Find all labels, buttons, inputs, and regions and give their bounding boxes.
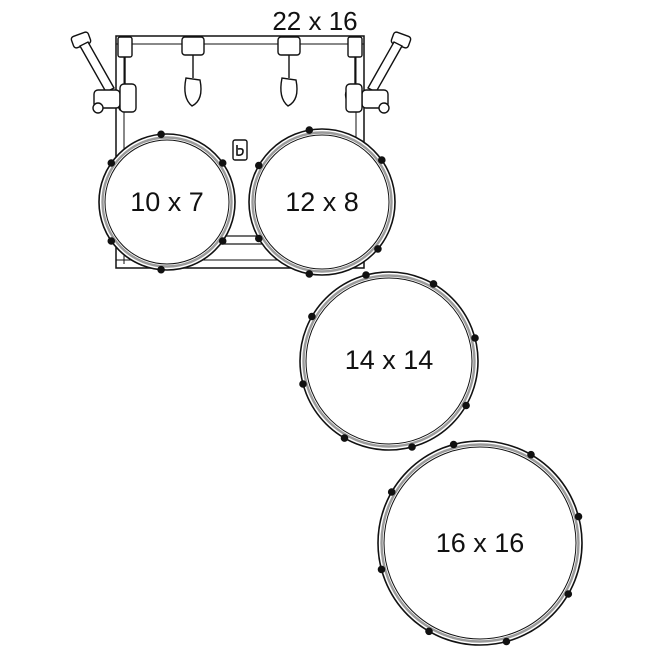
bass-drum-size-label: 22 x 16 [272, 6, 357, 36]
spur-right [345, 31, 412, 114]
floor-16-tension-lug-3 [449, 440, 458, 449]
tom-12-tension-lug-2 [305, 126, 314, 134]
floor-16-head [383, 446, 577, 640]
floor-14-tension-lug-3 [362, 271, 370, 279]
tom-10-drum [98, 130, 236, 274]
floor-14-hoop [302, 274, 476, 448]
tom-12-tension-lug-4 [254, 234, 263, 243]
floor-14-tension-lug-8 [462, 401, 470, 410]
tom-10-tension-lug-6 [218, 237, 227, 245]
floor-16-hoop [380, 443, 580, 643]
spur-left [70, 31, 137, 114]
floor-14-tension-lug-2 [429, 280, 438, 288]
floor-16-tension-lug-2 [527, 450, 535, 459]
tom-12-tension-lug-5 [305, 270, 314, 278]
floor-16-tension-lug-4 [387, 488, 396, 496]
tom-12-size-label: 12 x 8 [285, 187, 359, 217]
claw-2 [181, 36, 205, 107]
tom-10-hoop [101, 136, 233, 268]
tom-10-tension-lug-3 [107, 159, 116, 167]
tom-10-size-label: 10 x 7 [130, 187, 204, 217]
floor-16-tension-lug-7 [502, 637, 511, 646]
floor-14-tension-lug-5 [299, 380, 307, 388]
tom-12-drum [248, 126, 396, 278]
floor-14-tension-lug-6 [340, 434, 349, 442]
drums-layer [98, 126, 583, 646]
floor-16-tension-lug-6 [425, 627, 433, 636]
floor-14-drum [299, 271, 479, 451]
floor-14-head [305, 277, 473, 445]
tom-10-tension-lug-4 [107, 237, 116, 245]
floor-16-tension-lug-1 [574, 512, 583, 521]
tom-10-tension-lug-2 [157, 130, 165, 139]
bass-drum-spurs [70, 31, 412, 114]
tom-12-tension-lug-1 [377, 156, 386, 164]
floor-tom-16-size-label: 16 x 16 [436, 528, 525, 558]
floor-tom-14-size-label: 14 x 14 [345, 345, 434, 375]
tom-10-tension-lug-1 [218, 159, 227, 167]
brand-badge-icon [232, 139, 248, 161]
tom-12-head [254, 134, 390, 270]
tom-10-tension-lug-5 [157, 265, 165, 274]
tom-12-tension-lug-3 [254, 161, 263, 170]
floor-16-drum [377, 440, 583, 646]
floor-14-tension-lug-7 [408, 443, 416, 451]
floor-14-tension-lug-4 [308, 312, 316, 321]
tom-12-tension-lug-6 [374, 245, 382, 253]
tom-10-head [104, 139, 230, 265]
floor-14-tension-lug-1 [471, 334, 479, 342]
floor-16-tension-lug-8 [564, 590, 573, 598]
claw-3 [277, 36, 301, 107]
tom-12-hoop [251, 131, 393, 273]
floor-16-tension-lug-5 [377, 565, 386, 574]
